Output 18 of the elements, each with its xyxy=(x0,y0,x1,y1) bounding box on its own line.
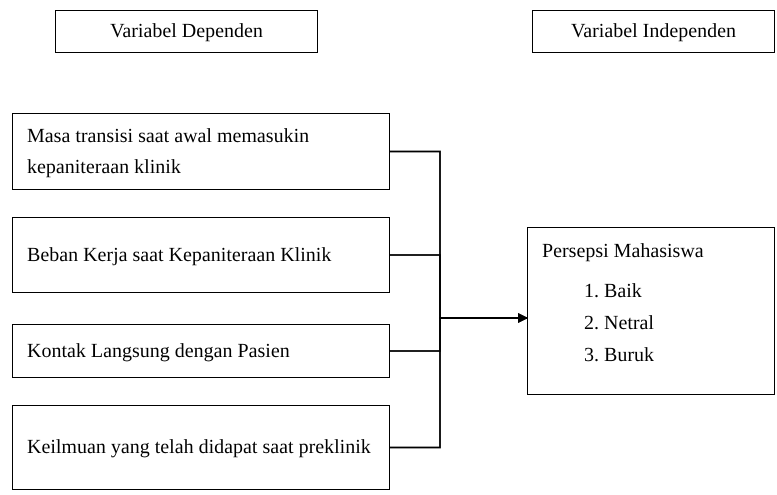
box-text: Keilmuan yang telah didapat saat preklinik xyxy=(27,435,372,460)
factor-box xyxy=(12,217,390,293)
connector-arrow xyxy=(390,313,528,448)
box-text: Masa transisi saat awal memasukin kepaniteraan klinik xyxy=(27,124,310,180)
factor-box xyxy=(12,113,390,190)
box-text: Variabel Dependen xyxy=(110,19,263,44)
heading-box xyxy=(55,10,318,53)
factor-box xyxy=(12,405,390,490)
box-text: Variabel Independen xyxy=(571,19,736,44)
result-box xyxy=(527,227,775,395)
box-text: Kontak Langsung dengan Pasien xyxy=(27,338,291,364)
box-heading: Persepsi Mahasiswa xyxy=(542,239,705,264)
list-item: 2. Netral xyxy=(583,311,655,336)
factor-box xyxy=(12,324,390,378)
list-item: 1. Baik xyxy=(583,279,643,304)
list-item: 3. Buruk xyxy=(583,343,655,368)
box-text: Beban Kerja saat Kepaniteraan Klinik xyxy=(27,242,332,268)
heading-box xyxy=(532,10,775,53)
